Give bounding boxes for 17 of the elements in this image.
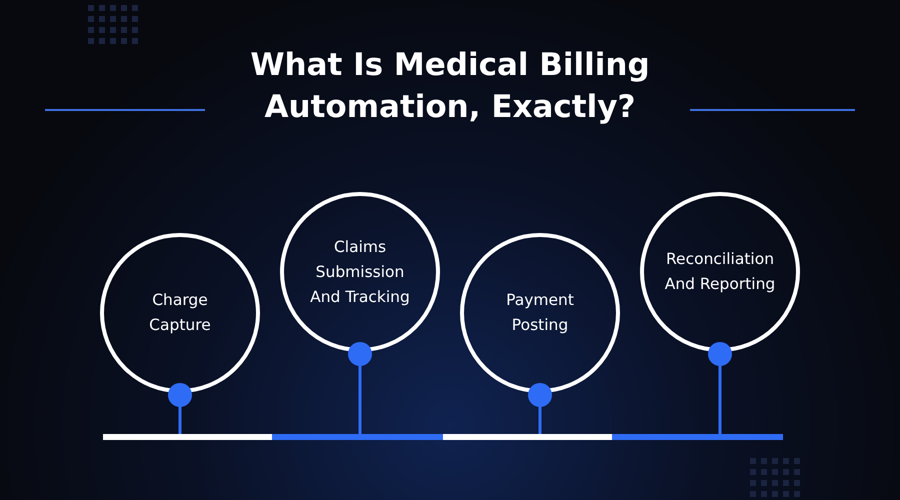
- step-circle: [100, 233, 260, 393]
- step-circle: [460, 233, 620, 393]
- timeline-segment: [443, 434, 612, 440]
- step-label: Reconciliation And Reporting: [664, 249, 776, 295]
- connector-stem: [528, 383, 552, 434]
- connector-stem: [168, 383, 192, 434]
- step-label: Claims Submission And Tracking: [309, 236, 411, 308]
- connector-stem: [348, 342, 372, 434]
- step-label: Charge Capture: [148, 290, 212, 336]
- step-label: Payment Posting: [505, 290, 575, 336]
- step-circle: [280, 192, 440, 352]
- step-circle: [640, 192, 800, 352]
- timeline-segment: [103, 434, 272, 440]
- connector-stem: [708, 342, 732, 434]
- title: What Is Medical Billing Automation, Exactly?: [249, 46, 651, 127]
- timeline-segment: [272, 434, 443, 440]
- timeline-segment: [612, 434, 783, 440]
